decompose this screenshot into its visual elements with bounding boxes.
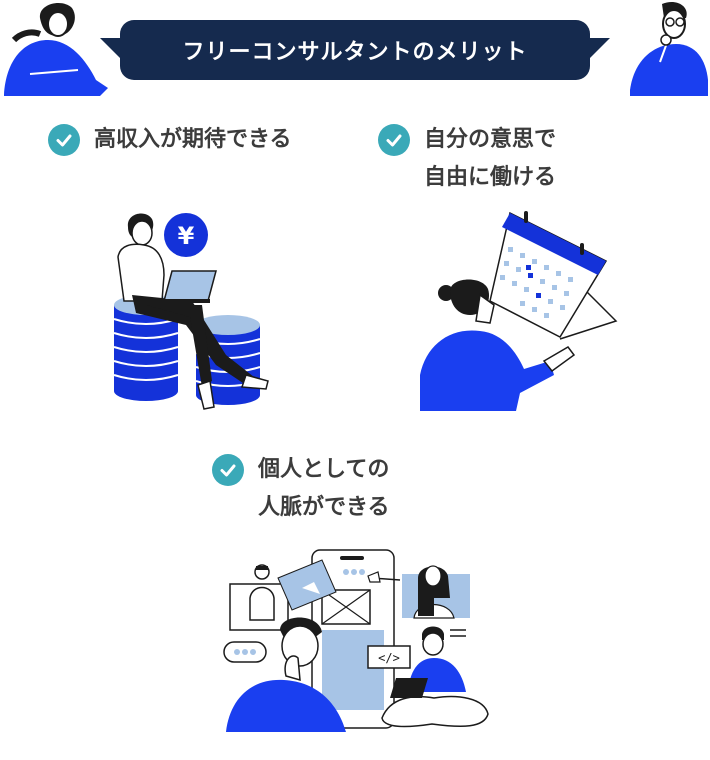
title-ribbon (100, 20, 610, 80)
svg-text:</>: </> (378, 651, 400, 665)
page-title: フリーコンサルタントのメリット (182, 40, 528, 65)
woman-pointing-illustration (4, 3, 108, 96)
benefit-label: 高収入が期待できる (94, 127, 292, 152)
benefit-label: 個人としての 人脈ができる (258, 457, 390, 520)
network-people-illustration: </> (223, 549, 489, 732)
coins-laptop-illustration: ¥ (113, 213, 269, 410)
calendar-icon (489, 211, 608, 338)
check-icon (48, 124, 80, 156)
benefit-high-income: 高収入が期待できる (48, 124, 292, 159)
svg-text:¥: ¥ (178, 222, 195, 250)
benefit-label: 自分の意思で 自由に働ける (424, 127, 557, 190)
yen-coin-icon: ¥ (164, 213, 208, 257)
chat-bubble-icon (223, 641, 267, 663)
check-icon (378, 124, 410, 156)
calendar-woman-illustration (420, 211, 618, 411)
benefit-network: 個人としての 人脈ができる (212, 454, 390, 527)
man-thinking-illustration (630, 1, 708, 96)
code-tag-icon: </> (367, 645, 411, 669)
check-icon (212, 454, 244, 486)
benefit-free-work: 自分の意思で 自由に働ける (378, 124, 556, 197)
smartphone-icon (311, 549, 395, 729)
